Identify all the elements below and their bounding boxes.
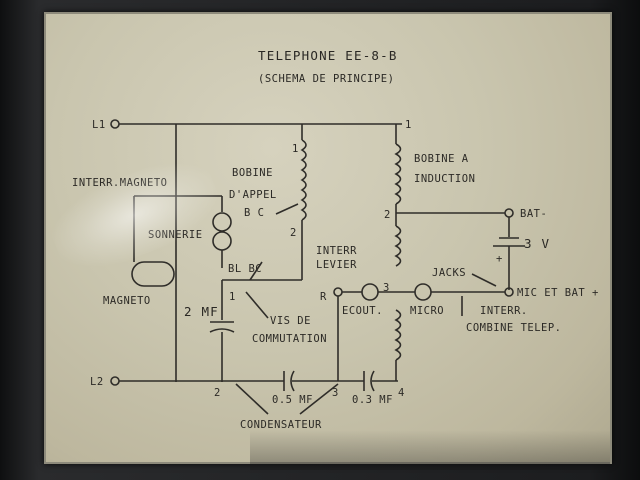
micro-symbol	[414, 283, 432, 301]
label-ecout: ECOUT.	[342, 305, 383, 317]
label-l2: L2	[90, 376, 104, 388]
label-cap-05: 0.5 MF	[272, 394, 313, 406]
arrow-vis	[245, 291, 269, 319]
terminal-l2	[110, 376, 120, 386]
label-bc-top: B C	[244, 207, 264, 219]
terminal-l1	[110, 119, 120, 129]
arrow-cond-2	[299, 383, 339, 415]
cap-2mf-plate-2	[209, 328, 235, 333]
label-induction-1: BOBINE A	[414, 153, 469, 165]
bobine-induction-coil-upper	[394, 143, 402, 205]
magneto-symbol	[131, 261, 175, 287]
label-induction-2: INDUCTION	[414, 173, 475, 185]
cap-03-plate-2	[370, 370, 375, 392]
label-cap-03: 0.3 MF	[352, 394, 393, 406]
label-plus: +	[496, 253, 503, 265]
node-1-top: 1	[405, 119, 412, 131]
label-r: R	[320, 291, 327, 303]
label-micro: MICRO	[410, 305, 444, 317]
switch-blade	[249, 261, 263, 281]
bottom-shadow	[250, 430, 610, 470]
arrow-bc	[275, 203, 299, 215]
cap-05-plate-2	[290, 370, 295, 392]
bobine-induction-coil-middle	[394, 225, 402, 267]
node-2-ind: 2	[384, 209, 391, 221]
bobine-induction-coil-lower	[394, 309, 402, 361]
label-interr-levier-2: LEVIER	[316, 259, 357, 271]
label-bobine-appel-1: BOBINE	[232, 167, 273, 179]
terminal-mic-bat	[504, 287, 514, 297]
plate-subtitle: (SCHEMA DE PRINCIPE)	[258, 73, 394, 85]
node-1-bl: 1	[229, 291, 236, 303]
label-bl-bc: BL BC	[228, 263, 262, 275]
node-2-bottom: 2	[214, 387, 221, 399]
plate-title: TELEPHONE EE-8-B	[258, 48, 398, 63]
node-2-left: 2	[290, 227, 297, 239]
arrow-jacks	[471, 273, 497, 287]
bobine-appel-coil	[300, 139, 307, 221]
terminal-r	[333, 287, 343, 297]
label-bat-minus: BAT-	[520, 208, 547, 220]
label-jacks: JACKS	[432, 267, 466, 279]
label-2mf: 2 MF	[184, 304, 219, 319]
label-combine: COMBINE TELEP.	[466, 322, 562, 334]
ecouteur-symbol	[361, 283, 379, 301]
arrow-cond-1	[235, 383, 269, 415]
label-3v: 3 V	[524, 236, 550, 251]
node-4-bottom: 4	[398, 387, 405, 399]
label-interr: INTERR.	[480, 305, 528, 317]
label-vis-2: COMMUTATION	[252, 333, 327, 345]
label-mic-bat: MIC ET BAT +	[517, 287, 599, 299]
terminal-bat-minus	[504, 208, 514, 218]
node-3-bottom: 3	[332, 387, 339, 399]
label-magneto: MAGNETO	[103, 295, 151, 307]
label-condensateur: CONDENSATEUR	[240, 419, 322, 431]
label-bobine-appel-2: D'APPEL	[229, 189, 277, 201]
node-3-mid: 3	[383, 282, 390, 294]
label-interr-levier-1: INTERR	[316, 245, 357, 257]
node-1-left: 1	[292, 143, 299, 155]
label-vis-1: VIS DE	[270, 315, 311, 327]
label-l1: L1	[92, 119, 106, 131]
sonnerie-coil-2	[212, 231, 232, 251]
